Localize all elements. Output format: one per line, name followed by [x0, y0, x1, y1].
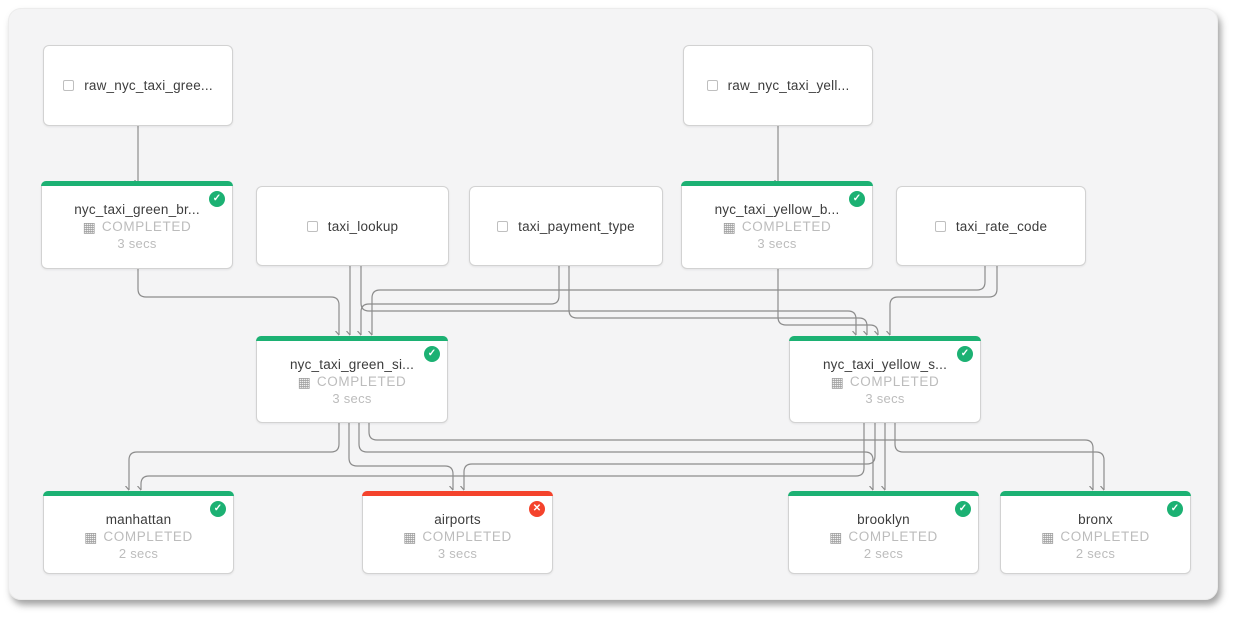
- node-taxi-rate-code[interactable]: taxi_rate_code: [896, 186, 1086, 266]
- node-raw-nyc-taxi-green[interactable]: raw_nyc_taxi_gree...: [43, 45, 233, 126]
- status-bar: [788, 491, 979, 496]
- edge-ratecode-yellowsilver: [890, 266, 998, 335]
- node-label: taxi_rate_code: [955, 218, 1048, 234]
- duration-text: 2 secs: [863, 546, 904, 561]
- status-bar: [789, 336, 981, 341]
- table-icon: ▦: [297, 373, 311, 390]
- node-nyc-taxi-green-silver[interactable]: ✓ nyc_taxi_green_si... ▦ COMPLETED 3 sec…: [256, 336, 448, 423]
- node-raw-nyc-taxi-yellow[interactable]: raw_nyc_taxi_yell...: [683, 45, 873, 126]
- duration-text: 3 secs: [865, 391, 905, 406]
- node-label: taxi_payment_type: [518, 218, 635, 234]
- edge-lookup-yellowsilver: [360, 266, 857, 335]
- duration-text: 3 secs: [757, 236, 797, 251]
- status-bar: [41, 181, 233, 186]
- node-airports[interactable]: ✕ airports ▦ COMPLETED 3 secs: [362, 491, 553, 574]
- node-label: nyc_taxi_yellow_b...: [714, 202, 840, 217]
- status-text: COMPLETED: [316, 374, 407, 389]
- table-icon: ▦: [830, 373, 844, 390]
- status-bar: [362, 491, 553, 496]
- success-badge-icon: ✓: [424, 346, 440, 362]
- edge-greensilver-airports: [348, 423, 454, 490]
- duration-text: 3 secs: [437, 546, 478, 561]
- edge-ratecode-greensilver: [372, 266, 986, 335]
- edge-yellowsilver-airports: [464, 423, 876, 490]
- node-label: nyc_taxi_green_si...: [289, 357, 415, 372]
- node-label: nyc_taxi_yellow_s...: [822, 357, 948, 372]
- node-label: brooklyn: [857, 512, 910, 527]
- status-bar: [256, 336, 448, 341]
- node-bronx[interactable]: ✓ bronx ▦ COMPLETED 2 secs: [1000, 491, 1191, 574]
- table-icon: ▦: [84, 528, 98, 545]
- node-taxi-payment-type[interactable]: taxi_payment_type: [469, 186, 663, 266]
- checkbox-icon: [934, 220, 946, 232]
- status-bar: [43, 491, 234, 496]
- node-taxi-lookup[interactable]: taxi_lookup: [256, 186, 449, 266]
- node-label: raw_nyc_taxi_yell...: [727, 78, 850, 93]
- node-nyc-taxi-yellow-silver[interactable]: ✓ nyc_taxi_yellow_s... ▦ COMPLETED 3 sec…: [789, 336, 981, 423]
- duration-text: 3 secs: [332, 391, 372, 406]
- status-text: COMPLETED: [848, 529, 938, 544]
- node-label: bronx: [1078, 512, 1113, 527]
- edge-greenbronze-greensilver: [137, 269, 340, 335]
- failed-badge-icon: ✕: [529, 501, 545, 517]
- success-badge-icon: ✓: [955, 501, 971, 517]
- edge-payment-greensilver: [361, 266, 560, 335]
- table-icon: ▦: [82, 218, 96, 235]
- node-nyc-taxi-yellow-bronze[interactable]: ✓ nyc_taxi_yellow_b... ▦ COMPLETED 3 sec…: [681, 181, 873, 269]
- table-icon: ▦: [722, 218, 736, 235]
- edge-yellowsilver-manhattan: [141, 423, 865, 490]
- node-label: manhattan: [105, 512, 172, 527]
- node-nyc-taxi-green-bronze[interactable]: ✓ nyc_taxi_green_br... ▦ COMPLETED 3 sec…: [41, 181, 233, 269]
- status-text: COMPLETED: [741, 219, 832, 234]
- checkbox-icon: [497, 220, 509, 232]
- status-text: COMPLETED: [101, 219, 192, 234]
- dag-canvas: raw_nyc_taxi_gree... raw_nyc_taxi_yell..…: [8, 8, 1218, 600]
- table-icon: ▦: [403, 528, 417, 545]
- success-badge-icon: ✓: [210, 501, 226, 517]
- success-badge-icon: ✓: [957, 346, 973, 362]
- status-text: COMPLETED: [1060, 529, 1150, 544]
- success-badge-icon: ✓: [849, 191, 865, 207]
- success-badge-icon: ✓: [209, 191, 225, 207]
- duration-text: 3 secs: [117, 236, 157, 251]
- status-text: COMPLETED: [849, 374, 940, 389]
- node-label: raw_nyc_taxi_gree...: [84, 78, 213, 93]
- duration-text: 2 secs: [118, 546, 159, 561]
- status-bar: [1000, 491, 1191, 496]
- table-icon: ▦: [1041, 528, 1055, 545]
- edge-yellowsilver-bronx: [894, 423, 1105, 490]
- node-label: taxi_lookup: [327, 218, 399, 234]
- edge-yellowbronze-yellowsilver: [777, 269, 879, 335]
- node-label: nyc_taxi_green_br...: [74, 202, 200, 217]
- node-manhattan[interactable]: ✓ manhattan ▦ COMPLETED 2 secs: [43, 491, 234, 574]
- edge-greensilver-brooklyn: [358, 423, 874, 490]
- status-text: COMPLETED: [422, 529, 512, 544]
- edge-payment-yellowsilver: [568, 266, 868, 335]
- success-badge-icon: ✓: [1167, 501, 1183, 517]
- node-label: airports: [434, 512, 481, 527]
- duration-text: 2 secs: [1075, 546, 1116, 561]
- edge-greensilver-manhattan: [129, 423, 340, 490]
- table-icon: ▦: [829, 528, 843, 545]
- checkbox-icon: [306, 220, 318, 232]
- checkbox-icon: [706, 80, 718, 91]
- edge-greensilver-bronx: [368, 423, 1094, 490]
- status-bar: [681, 181, 873, 186]
- status-text: COMPLETED: [103, 529, 193, 544]
- node-brooklyn[interactable]: ✓ brooklyn ▦ COMPLETED 2 secs: [788, 491, 979, 574]
- checkbox-icon: [63, 80, 75, 91]
